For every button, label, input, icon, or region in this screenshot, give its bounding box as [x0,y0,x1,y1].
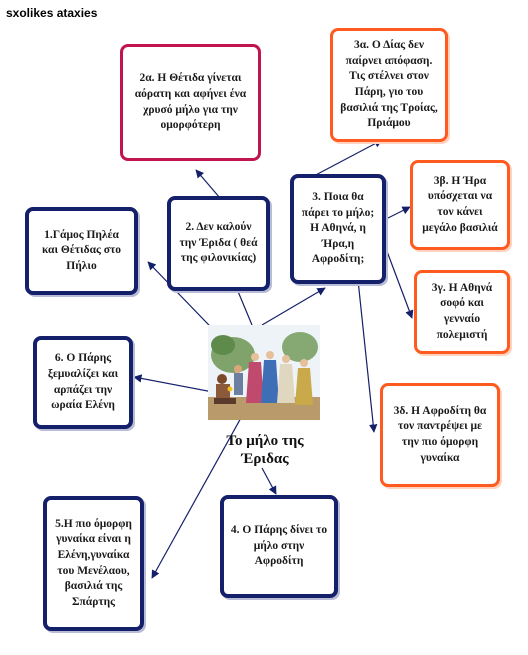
node-1: 1.Γάμος Πηλέα και Θέτιδας στο Πήλιο [25,207,138,295]
arrow-to-n3c [384,245,414,319]
node-6-text: 6. Ο Πάρης ξεμυαλίζει και αρπάζει την ωρ… [47,352,119,412]
node-3c: 3γ. Η Αθηνά σοφό και γενναίο πολεμιστή [414,270,510,354]
node-6: 6. Ο Πάρης ξεμυαλίζει και αρπάζει την ωρ… [33,336,133,429]
node-2: 2. Δεν καλούν την Έριδα ( θεά της φιλονι… [167,196,270,291]
node-3b: 3β. Η Ήρα υπόσχεται να τον κάνει μεγάλο … [410,160,510,250]
node-5: 5.Η πιο όμορφη γυναίκα είναι η Ελένη,γυν… [43,496,144,631]
arrow-to-n4 [261,467,277,495]
node-3a-text: 3α. Ο Δίας δεν παίρνει απόφαση. Τις στέλ… [340,39,438,130]
node-3-text: 3. Ποια θα πάρει το μήλο; Η Αθηνά, η Ήρα… [301,191,375,266]
arrow-to-n3d [357,279,378,433]
node-2-text: 2. Δεν καλούν την Έριδα ( θεά της φιλονι… [179,221,258,265]
center-label: Το μήλο της Έριδας [226,433,304,467]
node-3a: 3α. Ο Δίας δεν παίρνει απόφαση. Τις στέλ… [330,28,448,142]
node-3: 3. Ποια θα πάρει το μήλο; Η Αθηνά, η Ήρα… [290,174,386,284]
arrow-to-n2a [195,169,221,199]
node-3d-text: 3δ. Η Αφροδίτη θα τον παντρέψει με την π… [393,404,487,464]
node-2a-text: 2α. Η Θέτιδα γίνεται αόρατη και αφήνει έ… [134,72,247,132]
marriage-feast-illustration-icon [208,325,320,420]
node-3d: 3δ. Η Αφροδίτη θα τον παντρέψει με την π… [380,383,500,487]
node-5-text: 5.Η πιο όμορφη γυναίκα είναι η Ελένη,γυν… [55,517,132,608]
node-2a: 2α. Η Θέτιδα γίνεται αόρατη και αφήνει έ… [120,44,261,161]
node-3b-text: 3β. Η Ήρα υπόσχεται να τον κάνει μεγάλο … [422,174,498,234]
page-title: sxolikes ataxies [6,6,98,20]
arrow-to-n3 [261,287,326,326]
arrow-to-n3a [309,139,383,179]
node-4: 4. Ο Πάρης δίνει το μήλο στην Αφροδίτη [220,495,338,598]
node-4-text: 4. Ο Πάρης δίνει το μήλο στην Αφροδίτη [230,524,328,568]
node-1-text: 1.Γάμος Πηλέα και Θέτιδας στο Πήλιο [41,228,122,272]
node-3c-text: 3γ. Η Αθηνά σοφό και γενναίο πολεμιστή [431,281,493,341]
